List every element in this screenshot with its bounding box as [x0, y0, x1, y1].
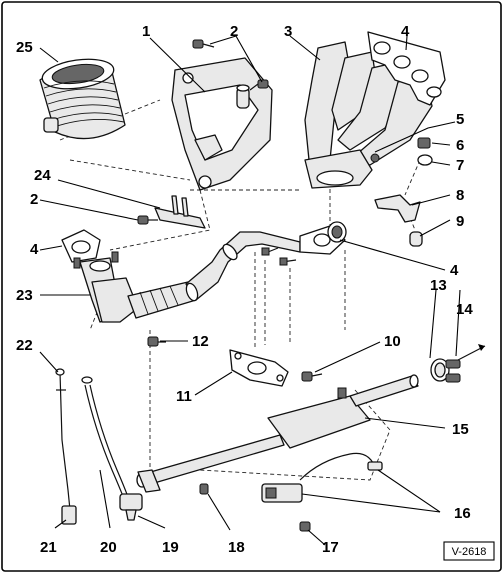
callout-14: 14: [456, 301, 473, 318]
callout-2-left: 2: [30, 191, 38, 208]
callout-6: 6: [456, 137, 464, 154]
part-4-manifold-gasket: [367, 31, 446, 106]
callout-4-right: 4: [450, 262, 459, 279]
reference-code-box: V-2618: [443, 541, 495, 561]
callout-5: 5: [456, 111, 464, 128]
callout-17: 17: [322, 539, 339, 556]
callout-1: 1: [142, 23, 150, 40]
callout-12: 12: [192, 333, 209, 350]
callout-19: 19: [162, 539, 179, 556]
callout-20: 20: [100, 539, 117, 556]
part-23-front-pipe-catalyst: [73, 231, 301, 323]
callout-4-left: 4: [30, 241, 39, 258]
part-6-nut: [417, 137, 431, 149]
callout-22: 22: [16, 337, 33, 354]
callout-9: 9: [456, 213, 464, 230]
callout-16: 16: [454, 505, 471, 522]
part-4-flange-gasket-right: [299, 221, 347, 255]
flange-studs: [261, 247, 297, 266]
arrow-14: [457, 344, 486, 361]
callout-13: 13: [430, 277, 447, 294]
callout-25: 25: [16, 39, 33, 56]
callout-7: 7: [456, 157, 464, 174]
part-13-clamp: [430, 358, 461, 383]
leader-lines: [39, 35, 461, 546]
callout-4-top: 4: [401, 23, 410, 40]
callout-3: 3: [284, 23, 292, 40]
part-11-gasket: [229, 349, 289, 387]
callout-18: 18: [228, 539, 245, 556]
part-17-nut: [299, 521, 311, 532]
callout-2-top: 2: [230, 23, 238, 40]
part-9-nut: [409, 231, 423, 247]
callout-8: 8: [456, 187, 464, 204]
part-12-bolt: [147, 336, 166, 347]
callout-24: 24: [34, 167, 51, 184]
part-4-gasket-left: [61, 229, 101, 263]
callout-11: 11: [176, 388, 192, 405]
part-18-bolt: [199, 483, 209, 495]
callout-15: 15: [452, 421, 469, 438]
part-16-lambda-probe: [261, 452, 383, 503]
part-10-bolt: [301, 371, 323, 382]
part-2-bolts-top: [192, 39, 269, 91]
part-24-bracket: [154, 195, 206, 229]
part-25-flex-bellows: [39, 58, 126, 140]
callout-10: 10: [384, 333, 401, 350]
callout-labels: 1 2 3 4 5 6 7 8 9 25 24 2 4 4 23 13 14 1…: [16, 23, 473, 556]
callout-21: 21: [40, 539, 57, 556]
part-21-22-sensor-lead: [55, 368, 77, 525]
part-19-20-lambda-sensor: [81, 376, 143, 521]
part-8-bracket: [374, 194, 421, 223]
reference-code: V-2618: [452, 546, 487, 558]
callout-23: 23: [16, 287, 33, 304]
part-15-silencer-pipe: [136, 374, 419, 493]
part-7-washer: [417, 154, 433, 166]
